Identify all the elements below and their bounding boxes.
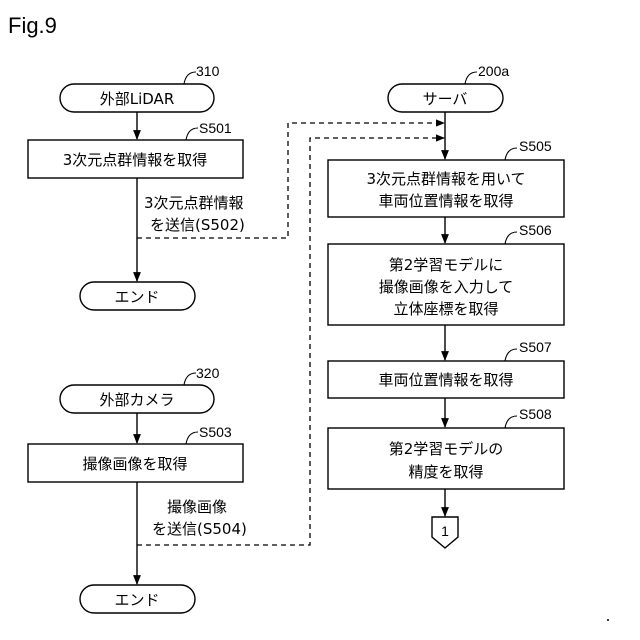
server-start-label: サーバ bbox=[423, 90, 468, 108]
camera-end-label: エンド bbox=[114, 591, 159, 609]
step-s506-line3: 立体座標を取得 bbox=[393, 300, 498, 318]
s502-transmit-line2: を送信(S502) bbox=[150, 216, 245, 234]
s504-transmit-line1: 撮像画像 bbox=[167, 498, 227, 516]
camera-start-label: 外部カメラ bbox=[99, 391, 174, 409]
step-s505-line1: 3次元点群情報を用いて bbox=[366, 170, 525, 188]
s506-ref-leader bbox=[505, 232, 517, 244]
s504-transmit-line2: を送信(S504) bbox=[152, 520, 247, 538]
step-s503-label: 撮像画像を取得 bbox=[82, 455, 187, 473]
s503-ref-leader bbox=[186, 432, 198, 444]
lidar-start-label: 外部LiDAR bbox=[100, 90, 175, 108]
step-s507-line1: 車両位置情報を取得 bbox=[378, 371, 513, 389]
figure-label: Fig.9 bbox=[8, 13, 57, 38]
s505-ref-leader bbox=[505, 148, 517, 160]
server-ref-leader bbox=[465, 72, 477, 84]
step-s505-line2: 車両位置情報を取得 bbox=[378, 192, 513, 210]
s508-ref-leader bbox=[505, 416, 517, 428]
lidar-ref-label: 310 bbox=[196, 63, 220, 79]
connector-label: 1 bbox=[441, 523, 449, 539]
s503-ref-label: S503 bbox=[199, 424, 232, 440]
camera-ref-label: 320 bbox=[196, 365, 220, 381]
camera-ref-leader bbox=[184, 373, 196, 385]
s507-ref-leader bbox=[505, 349, 517, 361]
stray-dot bbox=[607, 619, 609, 621]
s502-transmit-line1: 3次元点群情報 bbox=[144, 194, 244, 212]
step-s506-line2: 撮像画像を入力して bbox=[379, 278, 514, 296]
step-s508-line2: 精度を取得 bbox=[408, 463, 483, 481]
lidar-end-label: エンド bbox=[114, 288, 159, 306]
server-ref-label: 200a bbox=[478, 63, 509, 79]
s506-ref-label: S506 bbox=[519, 222, 552, 238]
step-s501-label: 3次元点群情報を取得 bbox=[63, 151, 208, 169]
server-flow: サーバ 200a 3次元点群情報を用いて 車両位置情報を取得 S505 第2学習… bbox=[328, 63, 564, 548]
s507-ref-label: S507 bbox=[519, 339, 552, 355]
s501-ref-label: S501 bbox=[199, 120, 232, 136]
step-s506-line1: 第2学習モデルに bbox=[389, 256, 504, 274]
step-s508-line1: 第2学習モデルの bbox=[389, 440, 504, 458]
s505-ref-label: S505 bbox=[519, 138, 552, 154]
lidar-ref-leader bbox=[184, 72, 196, 84]
s508-ref-label: S508 bbox=[519, 406, 552, 422]
s501-ref-leader bbox=[186, 128, 198, 140]
